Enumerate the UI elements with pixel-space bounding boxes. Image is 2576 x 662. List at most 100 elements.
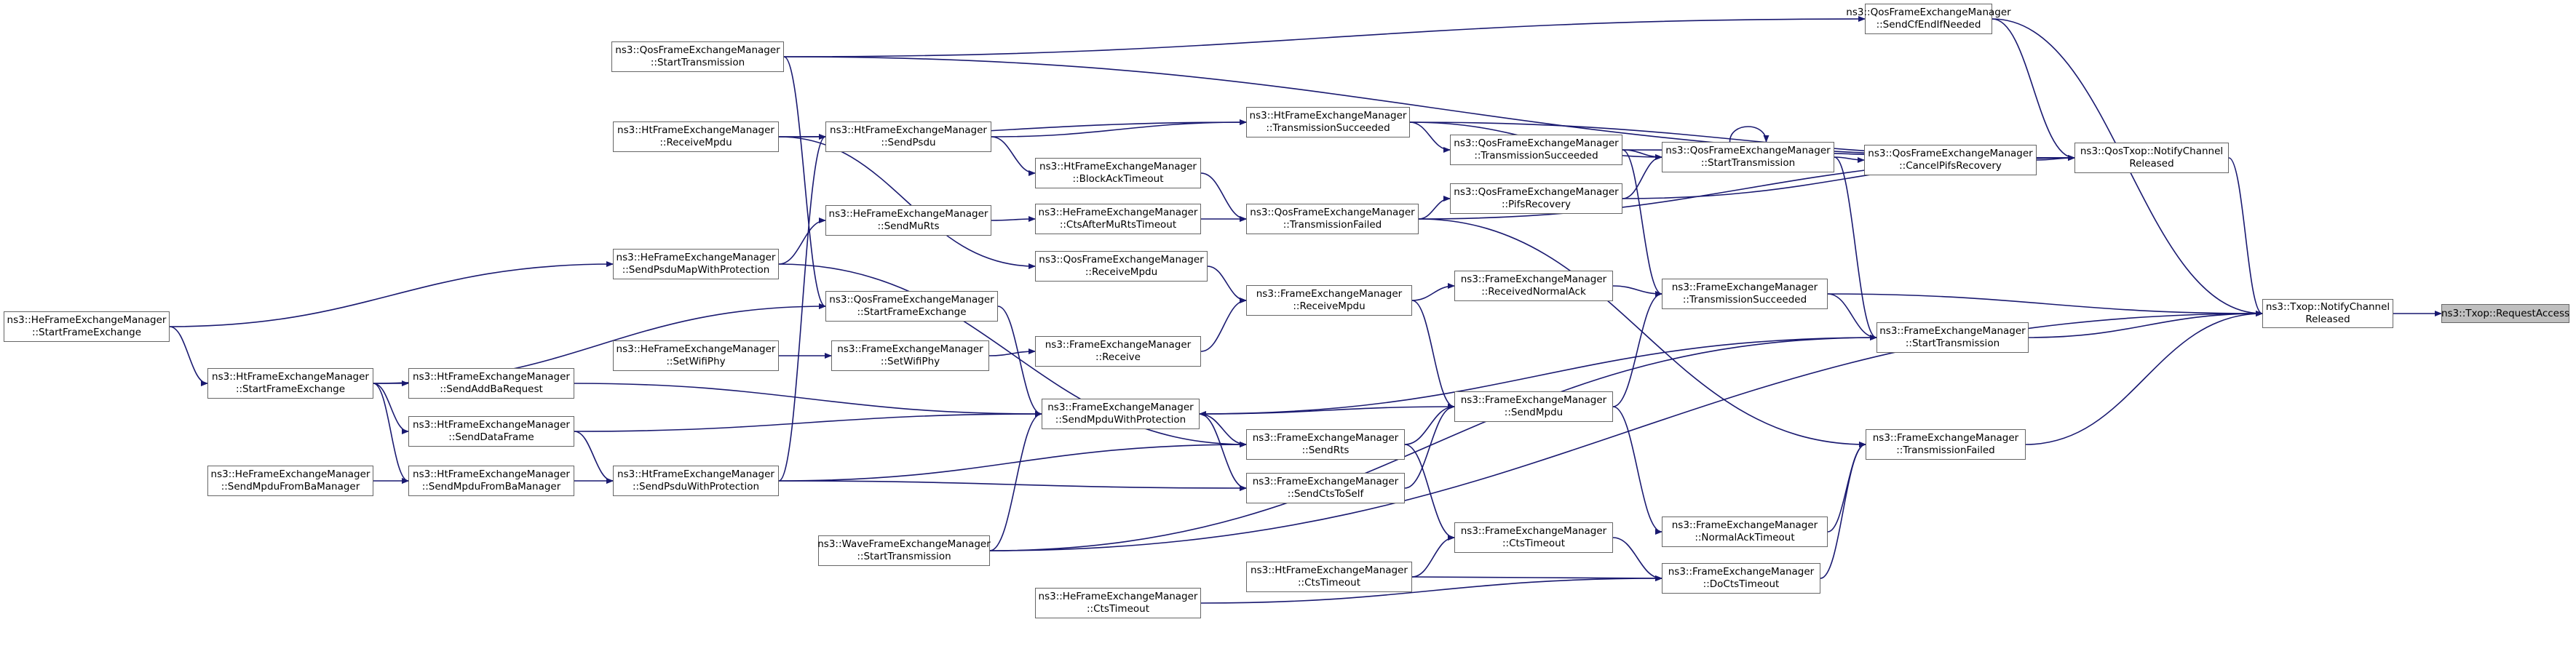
node-ht-senddataframe[interactable]: ns3::HtFrameExchangeManager::SendDataFra… <box>408 416 574 447</box>
edge-fem-sendmpduwithprotection-to-fem-sendctstoself <box>1199 413 1247 491</box>
node-qos-transmissionfailed[interactable]: ns3::QosFrameExchangeManager::Transmissi… <box>1246 204 1419 234</box>
node-ht-blockacktimeout[interactable]: ns3::HtFrameExchangeManager::BlockAckTim… <box>1035 158 1201 188</box>
edge-fem-sendctstoself-to-fem-sendmpdu <box>1404 404 1455 489</box>
node-fem-transmissionfailed[interactable]: ns3::FrameExchangeManager::TransmissionF… <box>1866 429 2026 460</box>
node-he-setwifiphy[interactable]: ns3::HeFrameExchangeManager::SetWifiPhy <box>613 340 779 371</box>
edge-ht-senddataframe-to-fem-sendmpduwithprotection <box>574 411 1042 432</box>
node-label-line: ns3::WaveFrameExchangeManager <box>817 538 991 550</box>
node-he-sendmpdufrombamanager[interactable]: ns3::HeFrameExchangeManager::SendMpduFro… <box>207 466 373 496</box>
node-fem-sendrts[interactable]: ns3::FrameExchangeManager::SendRts <box>1246 429 1405 460</box>
node-label-line: ::SendPsduWithProtection <box>632 481 760 492</box>
edge-he-sendpsdumapwithprotection-to-fem-sendrts <box>778 263 1247 447</box>
node-qos-starttransmission-mid[interactable]: ns3::QosFrameExchangeManager::StartTrans… <box>1662 142 1834 172</box>
node-label-line: ::SetWifiPhy <box>666 356 726 367</box>
edge-fem-normalacktimeout-to-fem-transmissionfailed <box>1827 442 1866 533</box>
edge-qos-transmissionfailed-to-qos-pifsrecovery <box>1418 196 1451 220</box>
node-label-line: Released <box>2129 158 2174 170</box>
node-qos-transmissionsucceeded[interactable]: ns3::QosFrameExchangeManager::Transmissi… <box>1450 135 1622 165</box>
node-label-line: ns3::FrameExchangeManager <box>1252 476 1399 487</box>
node-qos-starttransmission-left[interactable]: ns3::QosFrameExchangeManager::StartTrans… <box>611 41 784 72</box>
node-ht-sendpsdu[interactable]: ns3::HtFrameExchangeManager::SendPsdu <box>825 121 991 152</box>
node-label-line: ns3::HtFrameExchangeManager <box>617 124 774 136</box>
node-qos-receivempdu[interactable]: ns3::QosFrameExchangeManager::ReceiveMpd… <box>1035 251 1208 282</box>
node-fem-ctstimeout[interactable]: ns3::FrameExchangeManager::CtsTimeout <box>1454 522 1613 553</box>
node-fem-normalacktimeout[interactable]: ns3::FrameExchangeManager::NormalAckTime… <box>1662 517 1828 547</box>
node-fem-setwifiphy[interactable]: ns3::FrameExchangeManager::SetWifiPhy <box>831 340 989 371</box>
node-label-line: ns3::HtFrameExchangeManager <box>413 419 570 431</box>
node-label-line: ns3::Txop::NotifyChannel <box>2265 301 2390 313</box>
node-label-line: ns3::HeFrameExchangeManager <box>1038 591 1198 602</box>
node-fem-sendmpduwithprotection[interactable]: ns3::FrameExchangeManager::SendMpduWithP… <box>1042 399 1200 429</box>
edge-qos-starttransmission-mid-to-qos-cancelpifsrecovery <box>1834 156 1865 163</box>
node-label-line: ::CtsTimeout <box>1502 538 1565 549</box>
node-fem-transmissionsucceeded[interactable]: ns3::FrameExchangeManager::TransmissionS… <box>1662 279 1828 309</box>
edge-wave-starttransmission-to-txop-notifychannelreleased <box>989 311 2263 551</box>
node-label-line: ns3::Txop::RequestAccess <box>2441 307 2570 319</box>
node-ht-receivempdu[interactable]: ns3::HtFrameExchangeManager::ReceiveMpdu <box>613 121 779 152</box>
edge-qos-transmissionsucceeded-to-fem-transmissionsucceeded <box>1622 149 1662 297</box>
node-qos-startframeexchange[interactable]: ns3::QosFrameExchangeManager::StartFrame… <box>825 291 998 322</box>
edge-ht-blockacktimeout-to-qos-transmissionfailed <box>1200 172 1247 222</box>
edge-he-sendpsdumapwithprotection-to-he-sendmurts <box>778 218 826 265</box>
node-label-line: ns3::QosTxop::NotifyChannel <box>2080 145 2224 157</box>
node-he-ctsaftermurtstimeout[interactable]: ns3::HeFrameExchangeManager::CtsAfterMuR… <box>1035 204 1201 234</box>
node-qos-cancelpifsrecovery[interactable]: ns3::QosFrameExchangeManager::CancelPifs… <box>1864 145 2037 175</box>
node-fem-receivempdu[interactable]: ns3::FrameExchangeManager::ReceiveMpdu <box>1246 285 1412 316</box>
edge-ht-startframeexchange-to-ht-sendmpdufrombamanager <box>373 383 409 484</box>
node-label-line: ns3::HtFrameExchangeManager <box>617 468 774 480</box>
node-label-line: ::StartTransmission <box>1700 157 1796 169</box>
node-fem-starttransmission[interactable]: ns3::FrameExchangeManager::StartTransmis… <box>1876 322 2029 353</box>
edge-fem-receivempdu-to-fem-sendmpdu <box>1411 300 1455 410</box>
node-label-line: ::ReceiveMpdu <box>1293 300 1366 312</box>
node-label-line: ::StartFrameExchange <box>235 383 346 395</box>
node-fem-receivednormalack[interactable]: ns3::FrameExchangeManager::ReceivedNorma… <box>1454 271 1613 301</box>
node-ht-sendpsduwithprotection[interactable]: ns3::HtFrameExchangeManager::SendPsduWit… <box>613 466 779 496</box>
node-label-line: ::SendDataFrame <box>448 431 534 443</box>
node-qos-sendcfendifneeded[interactable]: ns3::QosFrameExchangeManager::SendCfEndI… <box>1846 4 2011 34</box>
edge-qos-receivempdu-to-fem-receivempdu <box>1207 266 1247 303</box>
node-label-line: Released <box>2305 314 2350 325</box>
node-fem-receive[interactable]: ns3::FrameExchangeManager::Receive <box>1035 336 1201 367</box>
node-label-line: ::TransmissionSucceeded <box>1266 122 1390 134</box>
node-ht-sendmpdufrombamanager[interactable]: ns3::HtFrameExchangeManager::SendMpduFro… <box>408 466 574 496</box>
edge-qos-pifsrecovery-to-qos-starttransmission-mid <box>1622 154 1662 199</box>
node-label-line: ::SendAddBaRequest <box>440 383 543 395</box>
node-he-ctstimeout[interactable]: ns3::HeFrameExchangeManager::CtsTimeout <box>1035 588 1201 618</box>
node-he-sendpsdumapwithprotection[interactable]: ns3::HeFrameExchangeManager::SendPsduMap… <box>613 249 779 279</box>
node-ht-transmissionsucceeded[interactable]: ns3::HtFrameExchangeManager::Transmissio… <box>1246 107 1410 137</box>
node-label-line: ns3::HtFrameExchangeManager <box>413 468 570 480</box>
node-ht-startframeexchange[interactable]: ns3::HtFrameExchangeManager::StartFrameE… <box>207 368 373 399</box>
node-label-line: ns3::QosFrameExchangeManager <box>1454 186 1619 198</box>
edge-fem-starttransmission-to-txop-notifychannelreleased <box>2028 311 2263 338</box>
node-ht-ctstimeout[interactable]: ns3::HtFrameExchangeManager::CtsTimeout <box>1246 562 1412 592</box>
node-txop-requestaccess[interactable]: ns3::Txop::RequestAccess <box>2441 304 2569 323</box>
node-fem-sendmpdu[interactable]: ns3::FrameExchangeManager::SendMpdu <box>1454 391 1613 422</box>
node-fem-sendctstoself[interactable]: ns3::FrameExchangeManager::SendCtsToSelf <box>1246 473 1405 503</box>
edge-qos-starttransmission-left-to-qos-startframeexchange <box>783 56 826 309</box>
node-label-line: ns3::HtFrameExchangeManager <box>413 371 570 383</box>
node-label-line: ns3::QosFrameExchangeManager <box>1454 137 1619 149</box>
node-he-sendmurts[interactable]: ns3::HeFrameExchangeManager::SendMuRts <box>825 205 991 236</box>
node-label-line: ns3::FrameExchangeManager <box>1256 288 1403 300</box>
node-label-line: ::DoCtsTimeout <box>1703 578 1780 590</box>
node-he-startframeexchange[interactable]: ns3::HeFrameExchangeManager::StartFrameE… <box>4 311 170 342</box>
node-wave-starttransmission[interactable]: ns3::WaveFrameExchangeManager::StartTran… <box>817 535 991 566</box>
node-ht-sendaddbarequest[interactable]: ns3::HtFrameExchangeManager::SendAddBaRe… <box>408 368 574 399</box>
edge-fem-sendmpdu-to-fem-sendmpduwithprotection <box>1199 406 1455 417</box>
node-qos-pifsrecovery[interactable]: ns3::QosFrameExchangeManager::PifsRecove… <box>1450 183 1622 214</box>
edge-fem-setwifiphy-to-fem-receive <box>988 348 1036 356</box>
edge-he-sendmurts-to-he-ctsaftermurtstimeout <box>991 216 1036 223</box>
node-label-line: ::SendCtsToSelf <box>1287 488 1364 500</box>
edge-ht-sendpsdu-to-ht-blockacktimeout <box>991 136 1036 176</box>
edge-qostxop-notifychannelreleased-to-txop-notifychannelreleased <box>2228 157 2263 316</box>
node-label-line: ::NormalAckTimeout <box>1695 532 1795 543</box>
edge-qos-starttransmission-left-to-qos-sendcfendifneeded <box>783 16 1866 57</box>
edge-fem-doctstimeout-to-fem-transmissionfailed <box>1820 442 1866 579</box>
node-label-line: ::CancelPifsRecovery <box>1899 160 2002 172</box>
edge-fem-receivednormalack-to-fem-transmissionsucceeded <box>1612 285 1662 297</box>
edge-he-startframeexchange-to-he-sendpsdumapwithprotection <box>169 261 614 327</box>
edge-fem-transmissionfailed-to-txop-notifychannelreleased <box>2025 311 2263 445</box>
node-fem-doctstimeout[interactable]: ns3::FrameExchangeManager::DoCtsTimeout <box>1662 563 1820 594</box>
